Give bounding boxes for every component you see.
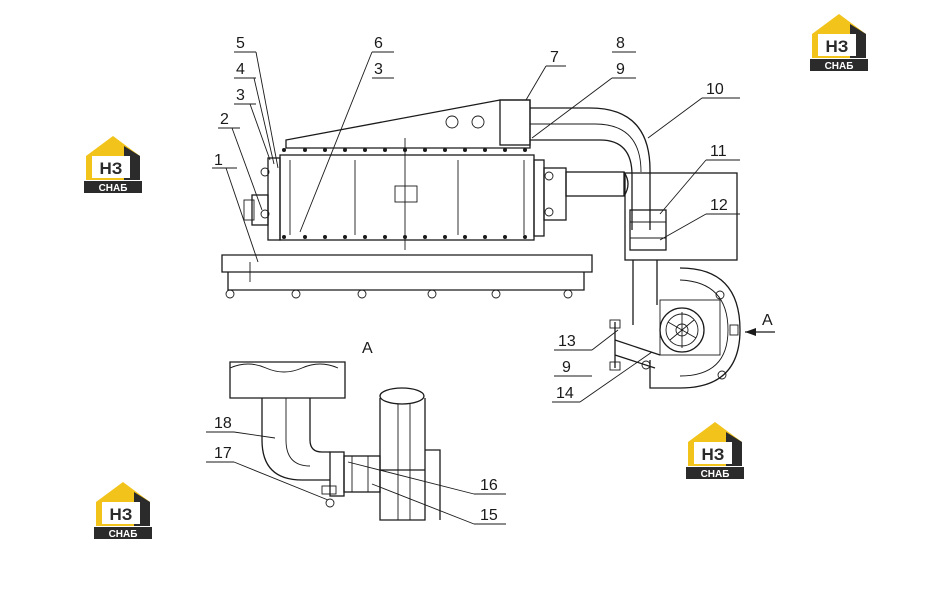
logo-top-text: НЗ bbox=[110, 505, 133, 524]
view-arrow-label: A bbox=[762, 312, 773, 329]
logo-top-text: НЗ bbox=[100, 159, 123, 178]
logo-top-text: НЗ bbox=[702, 445, 725, 464]
callout-10: 10 bbox=[706, 81, 724, 98]
logo-bottom-right: НЗ СНАБ bbox=[684, 420, 746, 480]
logo-mark: НЗ СНАБ bbox=[84, 136, 142, 194]
main-housing bbox=[221, 99, 629, 299]
callout-3b: 3 bbox=[374, 61, 383, 78]
callout-15: 15 bbox=[480, 507, 498, 524]
callout-9: 9 bbox=[616, 61, 625, 78]
section-title: A bbox=[362, 340, 373, 357]
logo-mark: НЗ СНАБ bbox=[810, 14, 868, 72]
callout-4: 4 bbox=[236, 61, 245, 78]
callout-9b: 9 bbox=[562, 359, 571, 376]
base-feet bbox=[225, 289, 573, 299]
logo-mark: НЗ СНАБ bbox=[94, 482, 152, 540]
callout-17: 17 bbox=[214, 445, 232, 462]
logo-top-text: НЗ bbox=[826, 37, 849, 56]
logo-bottom-text: СНАБ bbox=[99, 183, 128, 194]
callout-18: 18 bbox=[214, 415, 232, 432]
callout-numbers: 1 2 3 4 5 6 3 7 8 9 10 11 12 13 9 14 15 … bbox=[214, 35, 773, 524]
logo-mark: НЗ СНАБ bbox=[686, 422, 744, 480]
logo-left: НЗ СНАБ bbox=[82, 134, 144, 194]
duct-pipe bbox=[530, 107, 738, 325]
callout-5: 5 bbox=[236, 35, 245, 52]
bolt-row bbox=[282, 148, 527, 239]
callout-2: 2 bbox=[220, 111, 229, 128]
callout-7: 7 bbox=[550, 49, 559, 66]
section-view bbox=[229, 361, 441, 521]
callout-8: 8 bbox=[616, 35, 625, 52]
callout-1: 1 bbox=[214, 152, 223, 169]
fan-volute bbox=[609, 267, 775, 389]
callout-6: 6 bbox=[374, 35, 383, 52]
callout-3: 3 bbox=[236, 87, 245, 104]
callout-12: 12 bbox=[710, 197, 728, 214]
logo-bottom-left: НЗ СНАБ bbox=[92, 480, 154, 540]
logo-bottom-text: СНАБ bbox=[109, 529, 138, 540]
callout-16: 16 bbox=[480, 477, 498, 494]
logo-bottom-text: СНАБ bbox=[701, 469, 730, 480]
logo-bottom-text: СНАБ bbox=[825, 61, 854, 72]
leader-lines bbox=[206, 51, 740, 525]
logo-top-right: НЗ СНАБ bbox=[808, 12, 870, 72]
callout-14: 14 bbox=[556, 385, 574, 402]
callout-11: 11 bbox=[710, 143, 727, 160]
callout-13: 13 bbox=[558, 333, 576, 350]
